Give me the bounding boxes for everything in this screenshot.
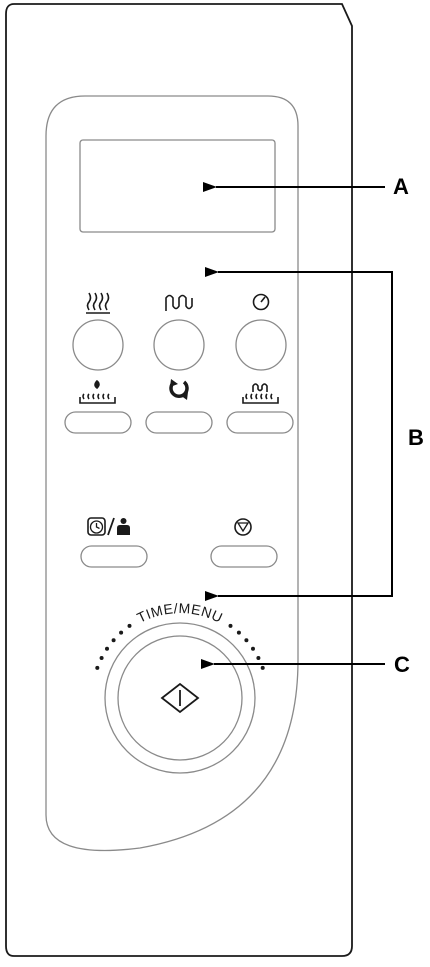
dial-dot xyxy=(251,646,255,651)
dial-dot xyxy=(256,656,261,660)
clock-kitchen-timer-button[interactable] xyxy=(80,545,148,568)
dial-dot xyxy=(228,623,233,628)
microwave-wave-icon xyxy=(165,294,193,311)
dial-dot xyxy=(260,665,265,670)
grill-icon xyxy=(86,292,110,314)
dial-dot xyxy=(105,646,109,651)
dial-dots-right xyxy=(228,623,265,670)
callout-b-label: B xyxy=(408,425,424,450)
dial-dot xyxy=(119,630,124,635)
power-button[interactable] xyxy=(235,319,287,371)
clock-kitchen-timer-icon xyxy=(87,517,130,536)
combi-microwave-grill-icon xyxy=(79,379,116,404)
combi-grill-button[interactable] xyxy=(226,411,294,434)
dial-dots-left xyxy=(95,623,132,670)
power-gauge-icon xyxy=(252,293,270,311)
stop-cancel-button[interactable] xyxy=(210,545,278,568)
dial-dot xyxy=(99,656,104,660)
dial-dot xyxy=(111,638,116,643)
callout-a-label: A xyxy=(393,174,409,199)
start-diamond-icon xyxy=(160,682,200,714)
grill-button[interactable] xyxy=(72,319,124,371)
auto-defrost-button[interactable] xyxy=(145,411,213,434)
dial-dot xyxy=(95,665,100,670)
time-menu-dial[interactable] xyxy=(104,622,256,774)
combi-grill-icon xyxy=(242,383,279,404)
dial-dot xyxy=(236,630,241,635)
bracket-b xyxy=(225,271,393,597)
panel-body xyxy=(5,3,353,957)
faceplate xyxy=(45,95,299,852)
callout-c-label: C xyxy=(394,652,410,677)
auto-defrost-icon xyxy=(169,379,189,400)
microwave-button[interactable] xyxy=(153,319,205,371)
dial-dot xyxy=(244,638,249,643)
stop-cancel-icon xyxy=(234,518,252,536)
dial-dot xyxy=(127,623,132,628)
combi-microwave-grill-button[interactable] xyxy=(64,411,132,434)
